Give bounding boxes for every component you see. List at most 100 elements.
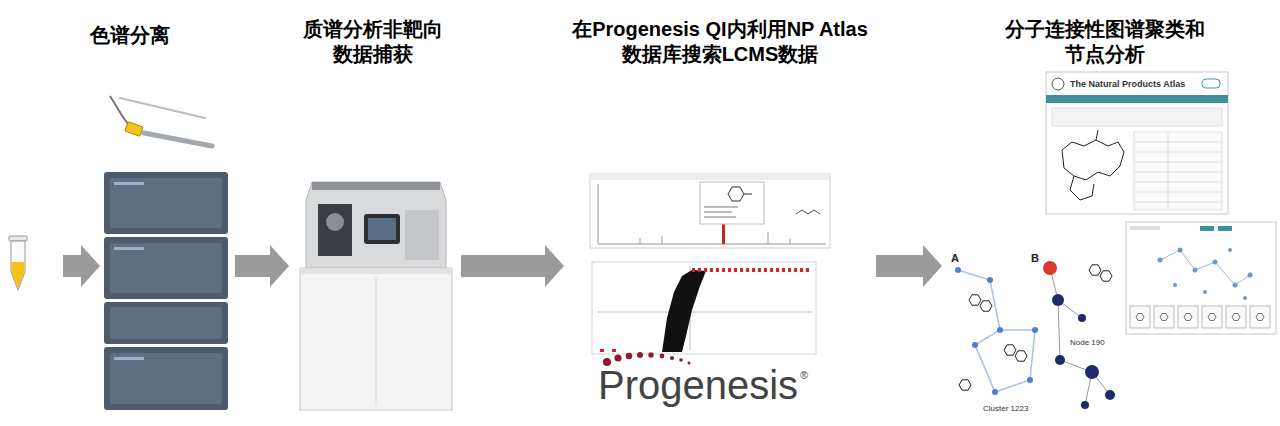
mass-spectrometer xyxy=(300,268,452,274)
molecular-network xyxy=(997,327,1003,333)
cluster-screenshot xyxy=(1160,314,1168,321)
panel-letter: B xyxy=(1031,252,1039,264)
molecular-network xyxy=(1050,268,1110,405)
logo-text: Progenesis xyxy=(598,365,798,405)
molecular-network xyxy=(1100,271,1112,281)
cluster-screenshot xyxy=(1193,268,1198,273)
molecular-network xyxy=(959,380,971,390)
cluster-screenshot xyxy=(1130,306,1270,328)
mass-spectrometer xyxy=(300,182,452,410)
cluster-screenshot xyxy=(1158,258,1163,263)
spectrum-screenshot xyxy=(590,174,830,180)
spectrum-screenshot xyxy=(744,194,752,195)
stage-heading: 质谱分析非靶向 数据捕获 xyxy=(302,17,444,67)
volcano-plot xyxy=(598,312,812,313)
molecular-network xyxy=(1027,377,1033,383)
spectrum-screenshot xyxy=(662,236,663,244)
molecular-network xyxy=(1050,268,1082,318)
mass-spectrometer xyxy=(300,268,452,410)
mass-spectrometer xyxy=(306,182,446,268)
np-atlas-screenshot xyxy=(1070,176,1094,200)
lc-system xyxy=(110,307,222,339)
stage-column: 在Progenesis QI内利用NP Atlas 数据库搜索LCMS数据 xyxy=(567,10,873,418)
lc-system xyxy=(114,182,144,185)
molecular-network xyxy=(1032,327,1038,333)
input-arrow xyxy=(63,245,100,287)
sample-tube xyxy=(9,236,27,241)
lc-system xyxy=(110,353,222,404)
lc-system xyxy=(120,98,205,118)
np-atlas-screenshot xyxy=(1168,132,1169,210)
np-atlas-screenshot xyxy=(1052,78,1064,90)
cluster-screenshot xyxy=(1130,306,1150,328)
cluster-screenshot xyxy=(1184,314,1192,321)
spectrum-screenshot xyxy=(598,244,826,245)
cluster-screenshot xyxy=(1126,222,1276,334)
panel-letter: A xyxy=(951,252,959,264)
molecular-network xyxy=(955,267,1038,395)
stage-heading: 在Progenesis QI内利用NP Atlas 数据库搜索LCMS数据 xyxy=(571,17,869,67)
np-atlas-screenshot xyxy=(1046,95,1228,103)
spectrum-screenshot xyxy=(768,232,769,244)
flow-arrow xyxy=(235,245,289,287)
molecular-network xyxy=(959,265,1112,390)
logo-dots xyxy=(679,358,683,362)
cluster-caption: Cluster 1223 xyxy=(983,404,1028,414)
mass-spectrometer xyxy=(318,204,352,256)
molecular-network xyxy=(944,224,1122,422)
cluster-screenshot xyxy=(1178,248,1183,253)
molecular-network xyxy=(1081,401,1089,409)
logo-dots xyxy=(614,354,621,361)
sample-tube xyxy=(9,236,27,290)
stage-column: 色谱分离 xyxy=(86,10,232,418)
spectrum-screenshot xyxy=(704,206,738,208)
np-atlas-screenshot xyxy=(1134,172,1222,173)
volcano-plot xyxy=(662,270,706,352)
cluster-screenshot xyxy=(1243,296,1247,300)
np-atlas-screenshot xyxy=(1134,152,1222,153)
cluster-screenshot xyxy=(1218,226,1232,231)
cluster-screenshot xyxy=(1136,314,1144,321)
spectrum-screenshot xyxy=(700,182,764,224)
molecular-network xyxy=(944,224,1122,422)
mass-spectrometer xyxy=(405,210,439,260)
cluster-screenshot xyxy=(1250,306,1270,328)
spectrum-screenshot xyxy=(790,239,791,244)
np-atlas-screenshot xyxy=(1134,192,1222,193)
np-atlas-screenshot xyxy=(1134,132,1222,210)
np-atlas-screenshot xyxy=(1046,72,1228,214)
np-atlas-screenshot xyxy=(1134,182,1222,183)
cluster-screenshot xyxy=(1256,314,1264,321)
molecular-network xyxy=(987,277,993,283)
molecular-network xyxy=(992,389,998,395)
mass-spectrometer xyxy=(312,182,440,190)
mass-spectrometer xyxy=(376,276,377,405)
lc-system xyxy=(125,122,143,137)
np-atlas-screenshot xyxy=(1202,79,1220,88)
volcano-plot xyxy=(592,262,816,354)
cluster-screenshot xyxy=(1233,283,1238,288)
np-atlas-screenshot xyxy=(1062,140,1124,180)
cluster-screenshot xyxy=(1126,222,1276,334)
cluster-screenshot xyxy=(1158,248,1253,301)
molecular-network xyxy=(955,267,961,273)
molecular-network xyxy=(1105,390,1115,400)
mass-spectrometer xyxy=(326,213,344,231)
np-atlas-screenshot xyxy=(1134,162,1222,163)
lc-system xyxy=(104,237,228,299)
cluster-screenshot xyxy=(1136,314,1264,321)
mass-spectrometer xyxy=(364,214,400,244)
flow-arrow xyxy=(461,245,564,287)
molecular-network xyxy=(1058,300,1110,395)
sample-tube xyxy=(11,241,25,290)
logo-dots xyxy=(603,352,691,366)
cluster-screenshot xyxy=(1213,260,1218,265)
spectrum-screenshot xyxy=(590,174,830,248)
spectrum-screenshot xyxy=(796,210,820,214)
cluster-screenshot xyxy=(1226,306,1246,328)
stage-column: 质谱分析非靶向 数据捕获 xyxy=(292,10,458,418)
input-arrow xyxy=(63,245,100,287)
np-atlas-screenshot xyxy=(1134,142,1222,143)
flow-arrow xyxy=(876,245,942,287)
